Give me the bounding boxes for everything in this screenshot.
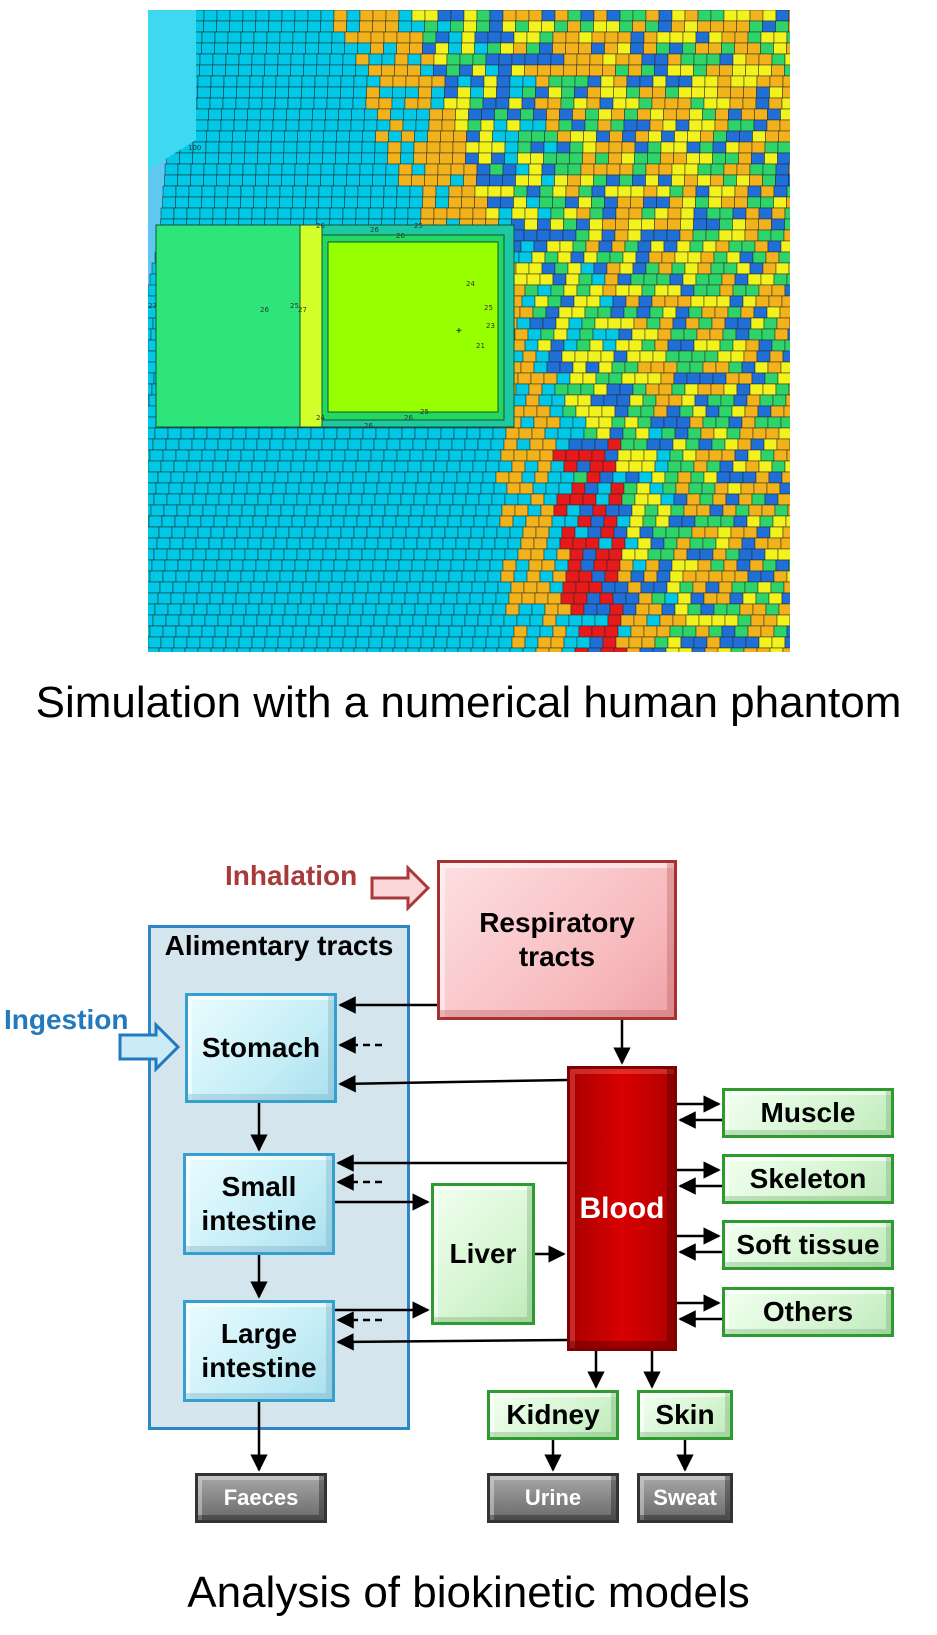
phantom-voxel — [786, 42, 790, 55]
biokinetic-caption: Analysis of biokinetic models — [187, 1568, 750, 1617]
phantom-voxel — [786, 31, 790, 44]
arrow-blood-stomach — [338, 1074, 568, 1093]
phantom-voxel — [788, 262, 790, 275]
phantom-voxel — [784, 218, 790, 231]
phantom-voxel — [783, 229, 790, 242]
phantom-voxel — [786, 185, 790, 198]
arrow-blood-large — [336, 1333, 568, 1351]
phantom-voxel — [787, 328, 790, 341]
phantom-voxel — [788, 174, 790, 187]
phantom-voxel — [786, 196, 790, 209]
inhalation-arrow — [370, 864, 431, 912]
phantom-voxel — [784, 207, 790, 220]
phantom-voxel — [784, 339, 790, 352]
phantom-voxel-grid — [148, 10, 790, 652]
phantom-voxel — [786, 273, 790, 286]
ingestion-arrow — [118, 1021, 181, 1073]
phantom-voxel — [784, 53, 790, 66]
phantom-voxel — [784, 64, 790, 77]
phantom-voxel — [788, 20, 790, 33]
phantom-voxel — [788, 163, 790, 176]
phantom-voxel — [788, 10, 790, 22]
phantom-voxel — [784, 284, 790, 297]
